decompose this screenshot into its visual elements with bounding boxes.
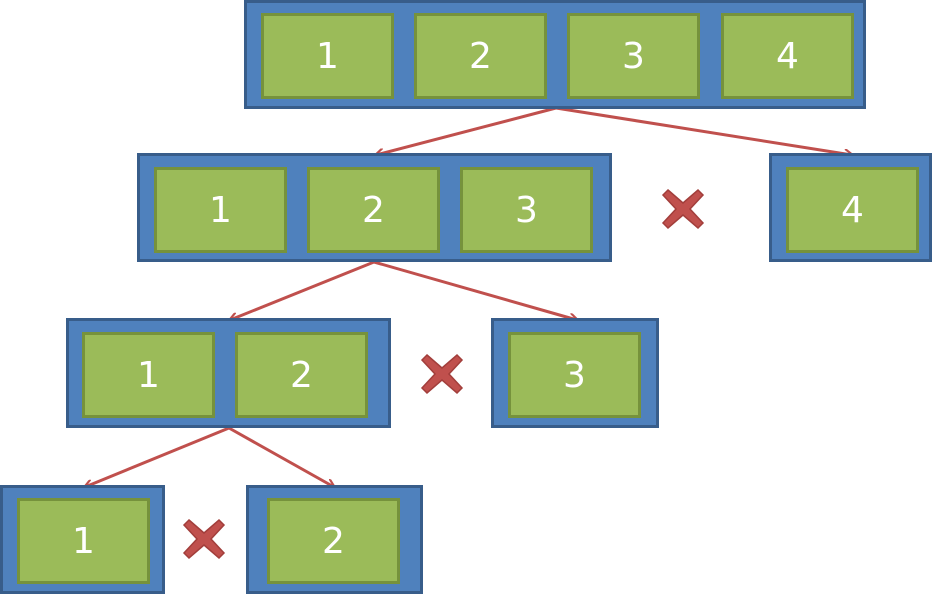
split-arrow-right: [373, 260, 577, 320]
cell: 3: [460, 167, 593, 253]
cell: 1: [154, 167, 287, 253]
cell: 2: [267, 498, 400, 584]
x-cross-icon: [177, 512, 231, 566]
group-row2-left: 1 2 3: [137, 153, 612, 262]
split-arrow-left: [85, 426, 230, 487]
cell: 1: [82, 332, 215, 418]
cell: 1: [261, 13, 394, 99]
cell: 4: [721, 13, 854, 99]
x-cross-icon: [415, 347, 469, 401]
group-row1: 1 2 3 4: [244, 0, 866, 109]
cell: 4: [786, 167, 919, 253]
group-row3-left: 1 2: [66, 318, 391, 428]
split-arrow-right: [228, 426, 334, 487]
cell: 2: [235, 332, 368, 418]
split-arrow-left: [230, 260, 375, 320]
cell: 1: [17, 498, 150, 584]
group-row2-right: 4: [769, 153, 932, 262]
cell: 2: [307, 167, 440, 253]
group-row4-left: 1: [0, 485, 165, 594]
cell: 3: [508, 332, 641, 418]
group-row4-right: 2: [246, 485, 423, 594]
x-cross-icon: [656, 182, 710, 236]
cell: 3: [567, 13, 700, 99]
cell: 2: [414, 13, 547, 99]
split-arrow-left: [376, 106, 557, 155]
group-row3-right: 3: [491, 318, 659, 428]
split-arrow-right: [555, 106, 852, 155]
